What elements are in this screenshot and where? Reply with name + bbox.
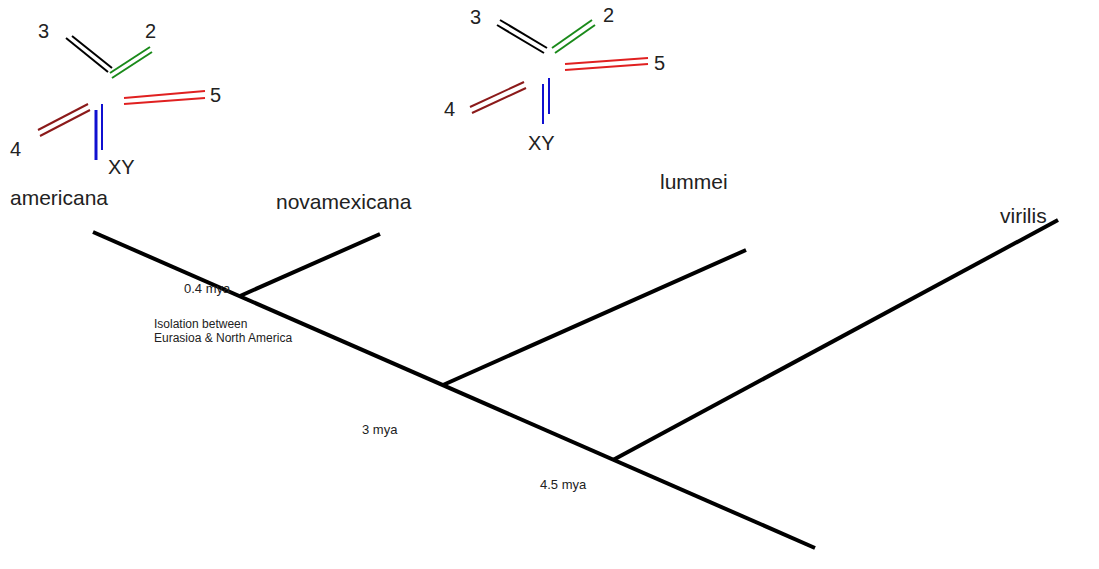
divergence-time: 0.4 mya [184,282,230,297]
species-name: virilis [1000,204,1047,228]
chromosome-number: 4 [10,138,21,161]
chromosome-label: XY [528,132,555,155]
event-note: Isolation between Eurasioa & North Ameri… [154,318,294,346]
chromosome-number: 3 [470,6,481,29]
chromosome-number: 5 [654,52,665,75]
divergence-time: 4.5 mya [540,478,586,493]
chromosome-number: 3 [38,20,49,43]
species-name: novamexicana [276,190,411,214]
chromosome-number: 2 [603,4,614,27]
chromosome-number: 2 [145,20,156,43]
divergence-time: 3 mya [362,423,397,438]
chromosome-number: 5 [210,84,221,107]
chromosome-label: XY [108,156,135,179]
species-name: lummei [660,170,728,194]
species-name: americana [10,186,108,210]
chromosome-number: 4 [444,98,455,121]
